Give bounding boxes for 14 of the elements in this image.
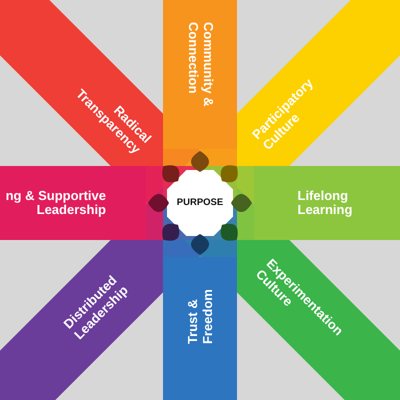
radial-band bbox=[163, 257, 237, 400]
octagon-flower bbox=[146, 149, 254, 257]
radial-band bbox=[254, 166, 400, 240]
radial-band bbox=[163, 0, 237, 149]
radial-band bbox=[237, 0, 400, 166]
band-label: Community & Connection bbox=[185, 22, 215, 108]
center-label: PURPOSE bbox=[176, 198, 224, 208]
radial-band bbox=[237, 240, 400, 400]
radial-band bbox=[0, 240, 163, 400]
radial-band bbox=[0, 166, 146, 240]
band-label: Trust & Freedom bbox=[185, 288, 215, 344]
radial-band bbox=[0, 0, 163, 166]
band-label: ng & Supportive Leadership bbox=[4, 188, 106, 218]
band-label: Lifelong Learning bbox=[298, 188, 354, 218]
